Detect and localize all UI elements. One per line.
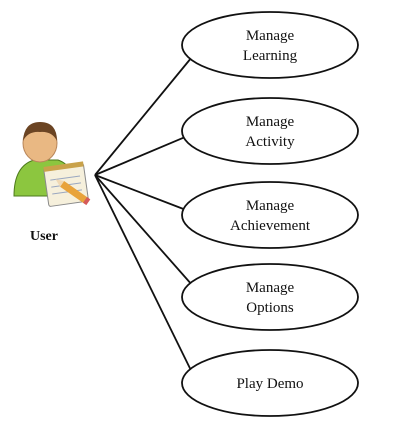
use-case-ellipse: [181, 349, 359, 417]
association-line-manage-options: [94, 174, 191, 284]
use-case-label: Manage: [246, 198, 295, 214]
use-case-label: Achievement: [230, 218, 311, 234]
actor-hair: [23, 122, 57, 141]
use-case-label: Manage: [246, 114, 295, 130]
use-case-ellipse: [181, 97, 359, 165]
association-line-play-demo: [94, 174, 192, 370]
use-case-label: Play Demo: [236, 376, 303, 392]
use-case-label: Learning: [243, 48, 298, 64]
use-case-ellipse: [181, 181, 359, 249]
association-line-manage-activity: [94, 136, 185, 176]
use-case-label: Activity: [245, 134, 295, 150]
association-line-manage-achievement: [94, 174, 184, 210]
use-case-label: Manage: [246, 28, 295, 44]
user-with-notepad-icon: [13, 122, 91, 207]
pencil: [60, 180, 89, 204]
use-case-list: ManageLearningManageActivityManageAchiev…: [181, 11, 359, 417]
use-case-ellipse: [181, 11, 359, 79]
use-case-ellipse: [181, 263, 359, 331]
association-lines: [94, 58, 192, 370]
association-line-manage-learning: [94, 58, 192, 176]
use-case-label: Options: [246, 300, 294, 316]
actor-label: User: [30, 229, 58, 244]
use-case-label: Manage: [246, 280, 295, 296]
use-case-play-demo: Play Demo: [181, 349, 359, 417]
user-actor: User: [13, 122, 91, 244]
